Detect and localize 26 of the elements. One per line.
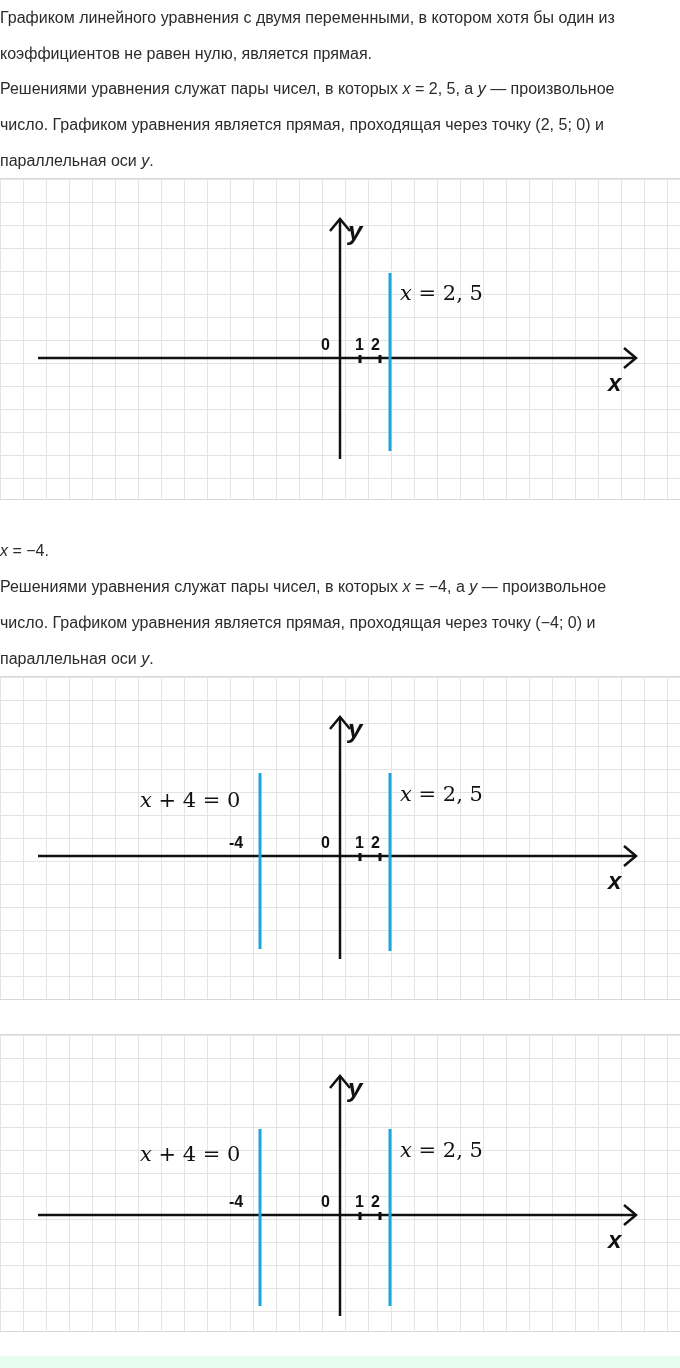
axis-label: x (608, 371, 622, 395)
tick-label: 0 (321, 337, 330, 353)
tick-label: 1 (355, 835, 364, 851)
equation-label: x = 2, 5 (400, 1140, 483, 1161)
axis-label: x (608, 869, 622, 893)
tick-label: 1 (355, 337, 364, 353)
axis-label: y (348, 218, 363, 244)
tick-label: 0 (321, 1194, 330, 1210)
equation-label: x = 2, 5 (400, 283, 483, 304)
tick-label: 0 (321, 835, 330, 851)
text-paragraph: x = −4. (0, 541, 50, 561)
equation-label: x + 4 = 0 (140, 1144, 241, 1165)
text-paragraph: Решениями уравнения служат пары чисел, в которых x = 2, 5, а y — произвольное число. Графиком уравнения является прямая, проходящая через точку (2, 5; 0) и параллельная оси y. (0, 79, 616, 171)
equation-label: x + 4 = 0 (140, 790, 241, 811)
text-paragraph: Графиком линейного уравнения с двумя переменными, в котором хотя бы один из коэффициентов не равен нулю, является прямая. (0, 8, 616, 64)
axis-label: y (348, 716, 363, 742)
tick-label: 2 (371, 337, 380, 353)
tick-label: 1 (355, 1194, 364, 1210)
tick-label: 2 (371, 835, 380, 851)
text-paragraph: Решениями уравнения служат пары чисел, в которых x = −4, а y — произвольное число. Графиком уравнения является прямая, проходящая через точку (−4; 0) и параллельная оси y. (0, 577, 608, 669)
tick-label: -4 (229, 1194, 244, 1210)
axis-label: x (608, 1228, 622, 1252)
axis-label: y (348, 1075, 363, 1101)
equation-label: x = 2, 5 (400, 784, 483, 805)
tick-label: 2 (371, 1194, 380, 1210)
tick-label: -4 (229, 835, 244, 851)
